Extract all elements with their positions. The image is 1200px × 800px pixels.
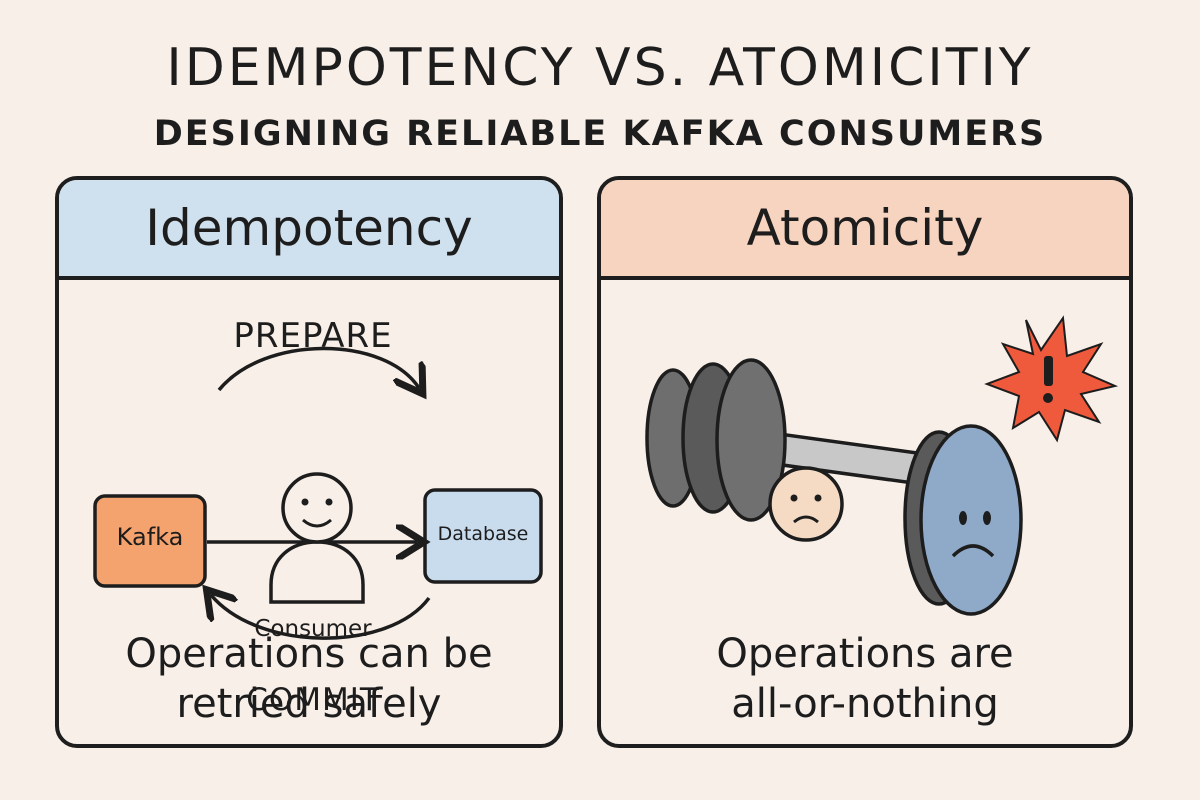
database-label: Database: [437, 523, 529, 545]
page-subtitle: DESIGNING RELIABLE KAFKA CONSUMERS: [153, 114, 1047, 154]
atomicity-illustration: [601, 280, 1129, 744]
atomicity-panel: Atomicity: [597, 176, 1133, 748]
atomicity-caption-line1: Operations are: [716, 631, 1014, 677]
sad-plate-face-icon: [951, 511, 995, 558]
idempotency-panel: Idempotency: [55, 176, 563, 748]
idempotency-caption-line1: Operations can be: [125, 631, 493, 677]
alert-burst-icon: [984, 315, 1119, 443]
sad-face-icon: [768, 466, 844, 542]
prepare-arc-arrow: [217, 346, 419, 390]
commit-arc-arrow: [211, 595, 431, 640]
barbell-icon: [645, 358, 1023, 616]
idempotency-caption-line2: retried safely: [176, 681, 442, 727]
consumer-person-icon: [269, 472, 365, 604]
idempotency-diagram: PREPARE Kafka Database Consumer COMMIT: [59, 280, 559, 744]
consumer-flow-diagram: [93, 346, 543, 640]
atomicity-caption-line2: all-or-nothing: [731, 681, 999, 727]
commit-label: COMMIT: [246, 682, 380, 718]
kafka-label: Kafka: [116, 523, 184, 551]
idempotency-heading: Idempotency: [59, 180, 559, 280]
consumer-label: Consumer: [254, 616, 372, 642]
atomicity-art: [645, 315, 1119, 616]
atomicity-heading: Atomicity: [601, 180, 1129, 280]
prepare-label: PREPARE: [233, 316, 393, 356]
page-title: IDEMPOTENCY VS. ATOMICITIY: [166, 38, 1034, 98]
kafka-box: [93, 494, 207, 588]
